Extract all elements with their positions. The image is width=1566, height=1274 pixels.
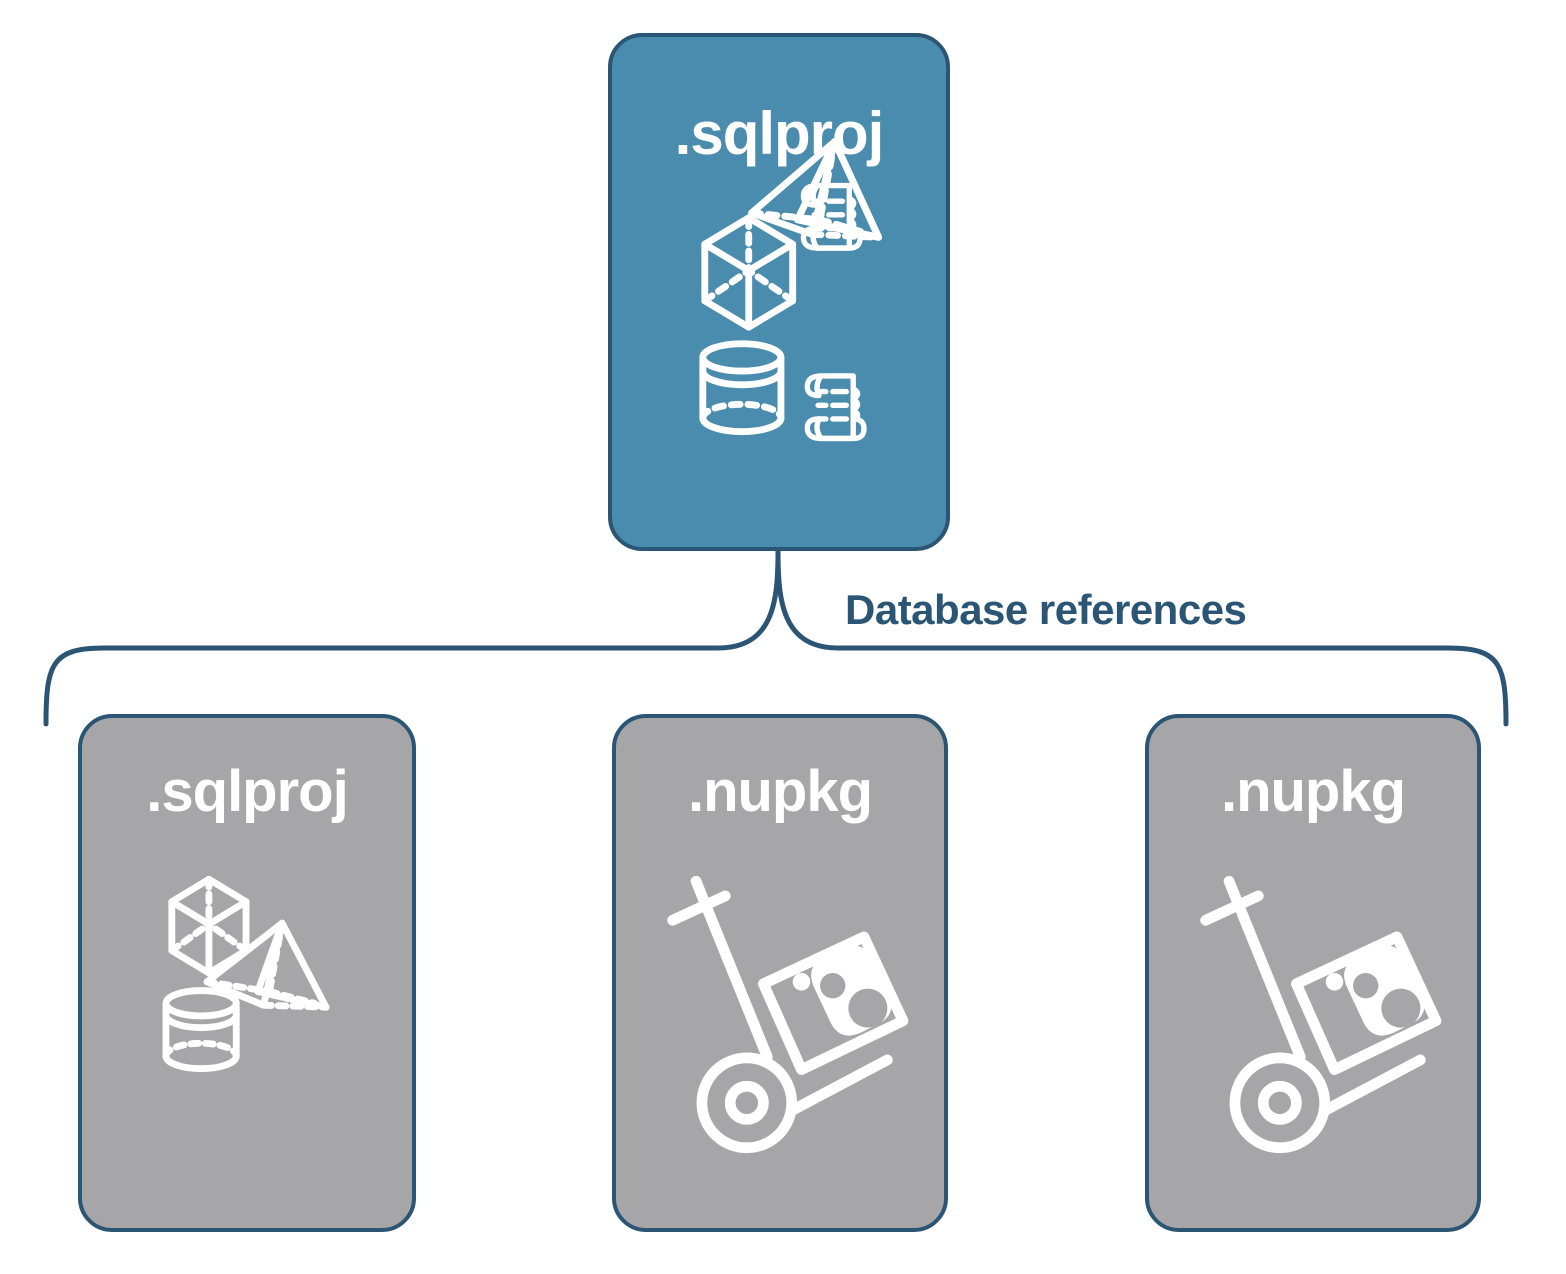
cube-icon (168, 875, 250, 977)
hand-truck-icon (1200, 875, 1426, 1154)
node-card-child-nupkg-1[interactable]: .nupkg (612, 714, 948, 1232)
node-card-root-sqlproj[interactable]: .sqlproj (608, 33, 950, 551)
nuget-logo-cutouts-icon (1353, 973, 1421, 1028)
nuget-logo-cutouts-icon (820, 973, 888, 1028)
node-title-child-sqlproj: .sqlproj (146, 759, 348, 824)
node-card-child-sqlproj[interactable]: .sqlproj (78, 714, 416, 1232)
node-title-root: .sqlproj (674, 100, 885, 167)
nuget-package-icon (1291, 931, 1442, 1076)
pyramid-icon (203, 919, 330, 1011)
cylinder-icon (162, 987, 240, 1073)
cylinder-icon (699, 340, 785, 436)
node-title-child-nupkg-2: .nupkg (1220, 759, 1406, 824)
connector-label-database-references: Database references (845, 586, 1247, 633)
node-card-child-nupkg-2[interactable]: .nupkg (1145, 714, 1481, 1232)
nuget-logo-icon (792, 945, 892, 1036)
hand-truck-icon (667, 875, 893, 1154)
nuget-logo-icon (1325, 945, 1425, 1036)
node-title-child-nupkg-1: .nupkg (687, 759, 873, 824)
scroll-icon (800, 182, 863, 251)
cube-icon (701, 214, 797, 331)
nuget-package-icon (758, 931, 909, 1076)
scroll-icon (804, 373, 867, 442)
